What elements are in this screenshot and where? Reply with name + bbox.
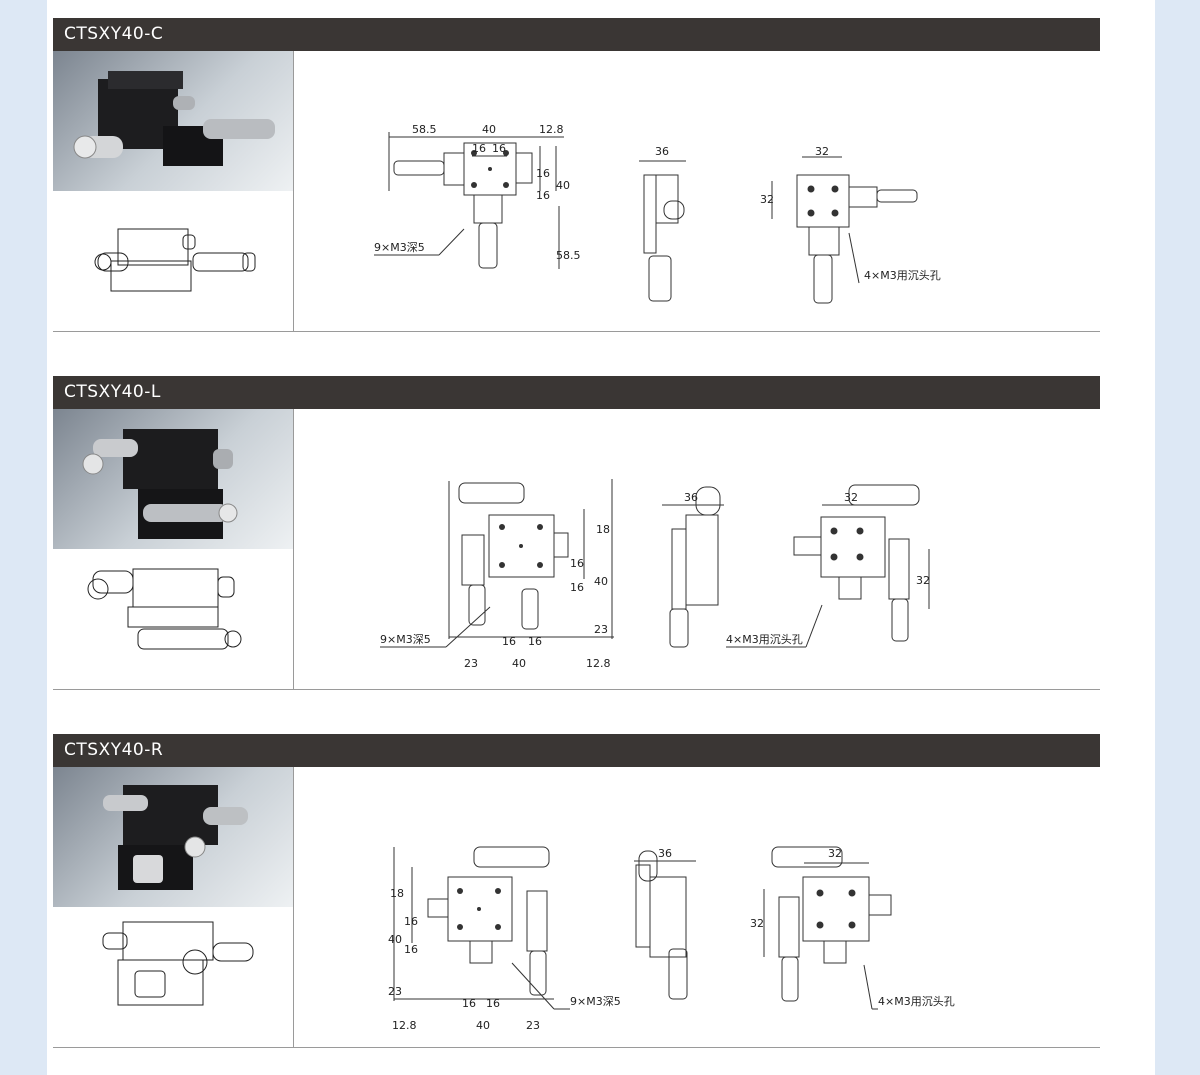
dim-label: 18 <box>390 887 404 900</box>
dim-label: 18 <box>596 523 610 536</box>
counterbore-note: 4×M3用沉头孔 <box>878 995 955 1008</box>
product-lineart <box>53 191 293 331</box>
dim-label: 36 <box>655 145 669 158</box>
dim-label: 16 <box>492 142 506 155</box>
dim-label: 16 <box>486 997 500 1010</box>
dim-label: 40 <box>476 1019 490 1032</box>
section-body: 18 16 40 16 23 16 16 12.8 40 23 36 32 32… <box>53 767 1100 1048</box>
dimension-drawing: 18 16 40 16 23 16 16 12.8 40 23 36 32 32… <box>388 846 955 1032</box>
product-photo <box>53 409 293 549</box>
dimension-drawing: 18 16 16 40 23 16 16 23 40 12.8 36 32 32… <box>380 479 930 670</box>
divider <box>293 767 294 1047</box>
dim-label: 40 <box>594 575 608 588</box>
dim-label: 23 <box>526 1019 540 1032</box>
dim-label: 16 <box>536 167 550 180</box>
dim-label: 12.8 <box>392 1019 417 1032</box>
dim-label: 32 <box>815 145 829 158</box>
product-outline-icon <box>102 921 254 1006</box>
dim-label: 16 <box>570 581 584 594</box>
dim-label: 12.8 <box>539 123 564 136</box>
dim-label: 12.8 <box>586 657 611 670</box>
dim-label: 16 <box>404 943 418 956</box>
section-body: 58.5 40 12.8 16 16 16 16 40 58.5 36 32 3… <box>53 51 1100 332</box>
section-body: 18 16 16 40 23 16 16 23 40 12.8 36 32 32… <box>53 409 1100 690</box>
dim-label: 40 <box>512 657 526 670</box>
dim-label: 16 <box>528 635 542 648</box>
hole-note: 9×M3深5 <box>374 241 425 254</box>
counterbore-note: 4×M3用沉头孔 <box>726 633 803 646</box>
dim-label: 32 <box>844 491 858 504</box>
product-render-icon <box>103 785 248 890</box>
technical-drawing: 18 16 16 40 23 16 16 23 40 12.8 36 32 32… <box>294 409 1100 689</box>
dim-label: 32 <box>916 574 930 587</box>
product-lineart <box>53 907 293 1047</box>
product-outline-icon <box>87 568 242 650</box>
product-section-r: CTSXY40-R <box>53 734 1100 1048</box>
dim-label: 36 <box>658 847 672 860</box>
product-photo <box>53 767 293 907</box>
technical-drawing: 18 16 40 16 23 16 16 12.8 40 23 36 32 32… <box>294 767 1100 1047</box>
dim-label: 32 <box>760 193 774 206</box>
dim-label: 40 <box>388 933 402 946</box>
dim-label: 16 <box>536 189 550 202</box>
section-title: CTSXY40-L <box>53 376 1100 409</box>
product-section-c: CTSXY40-C <box>53 18 1100 332</box>
dim-label: 16 <box>462 997 476 1010</box>
product-render-icon <box>82 429 238 539</box>
dim-label: 40 <box>556 179 570 192</box>
section-title: CTSXY40-R <box>53 734 1100 767</box>
technical-drawing: 58.5 40 12.8 16 16 16 16 40 58.5 36 32 3… <box>294 51 1100 331</box>
dim-label: 16 <box>404 915 418 928</box>
dim-label: 16 <box>472 142 486 155</box>
dim-label: 58.5 <box>556 249 581 262</box>
dim-label: 36 <box>684 491 698 504</box>
dimension-drawing: 58.5 40 12.8 16 16 16 16 40 58.5 36 32 3… <box>374 123 941 304</box>
product-lineart <box>53 549 293 689</box>
dim-label: 32 <box>750 917 764 930</box>
product-outline-icon <box>94 228 256 292</box>
divider <box>293 51 294 331</box>
hole-note: 9×M3深5 <box>380 633 431 646</box>
dim-label: 16 <box>502 635 516 648</box>
product-render-icon <box>73 71 275 166</box>
product-photo <box>53 51 293 191</box>
dim-label: 23 <box>594 623 608 636</box>
hole-note: 9×M3深5 <box>570 995 621 1008</box>
dim-label: 16 <box>570 557 584 570</box>
counterbore-note: 4×M3用沉头孔 <box>864 269 941 282</box>
dim-label: 32 <box>828 847 842 860</box>
dim-label: 40 <box>482 123 496 136</box>
dim-label: 23 <box>464 657 478 670</box>
divider <box>293 409 294 689</box>
product-section-l: CTSXY40-L <box>53 376 1100 690</box>
dim-label: 58.5 <box>412 123 437 136</box>
dim-label: 23 <box>388 985 402 998</box>
section-title: CTSXY40-C <box>53 18 1100 51</box>
